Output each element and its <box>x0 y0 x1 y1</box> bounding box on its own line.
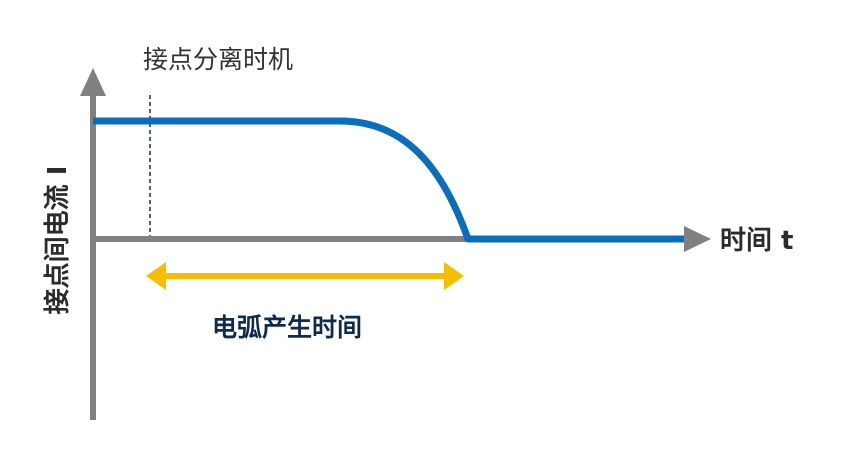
arc-duration-label: 电弧产生时间 <box>212 313 362 342</box>
current-curve <box>93 117 688 243</box>
x-axis-label: 时间 t <box>720 226 793 256</box>
y-axis-arrowhead <box>80 68 106 96</box>
x-axis-arrowhead <box>684 226 711 252</box>
y-axis-label: 接点间电流 I <box>42 166 73 315</box>
separation-time-label: 接点分离时机 <box>143 45 293 74</box>
arc-span-arrowhead-left <box>146 262 166 290</box>
arc-span-arrowhead-right <box>444 262 464 290</box>
